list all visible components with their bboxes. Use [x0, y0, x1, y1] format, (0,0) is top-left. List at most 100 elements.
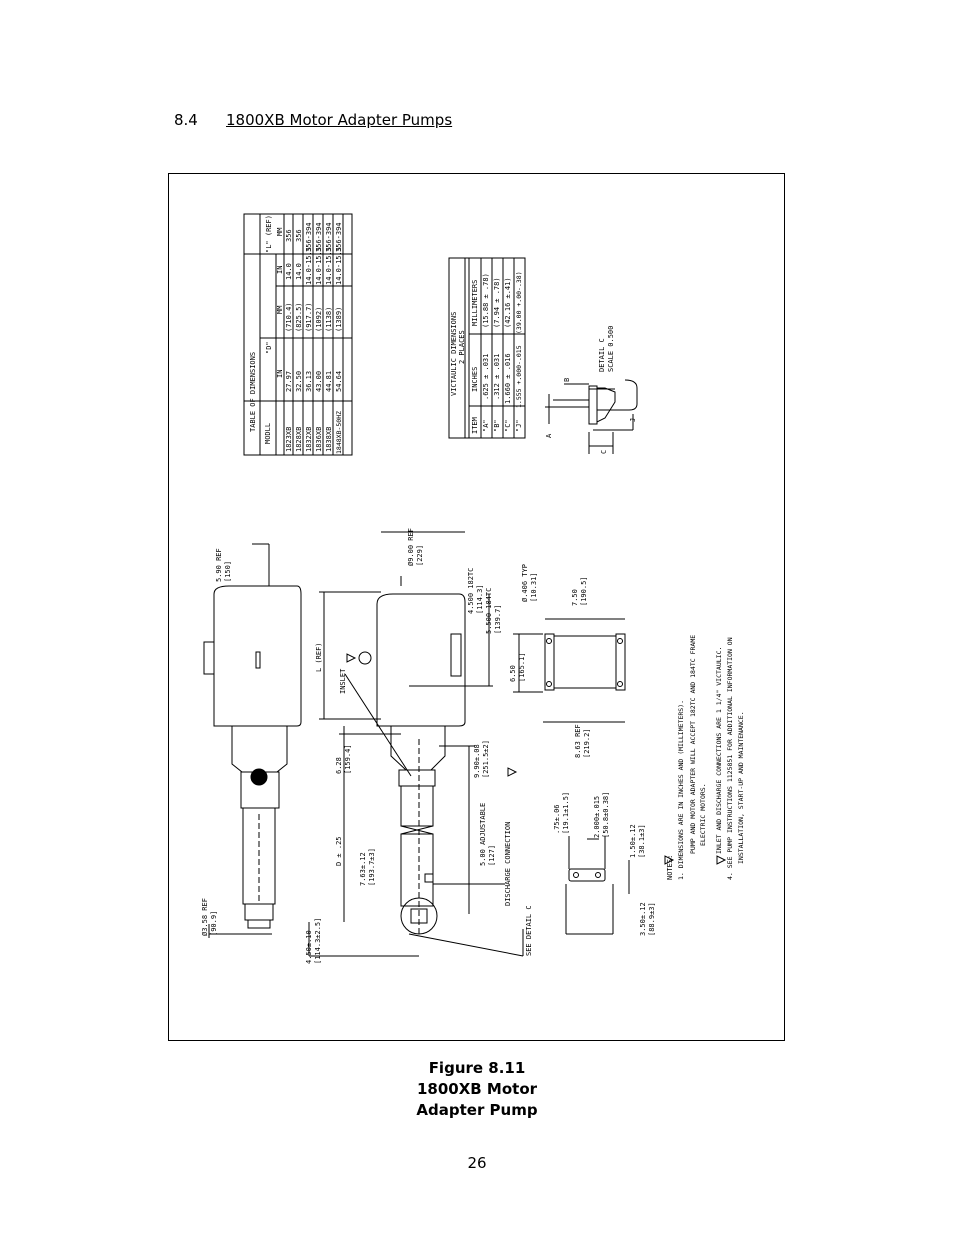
dim-450: 4.50±.10 [305, 930, 313, 964]
page-number: 26 [467, 1154, 487, 1172]
dim-763: 7.63±.12 [359, 852, 367, 886]
dim-row-5-in1: 54.64 [335, 371, 343, 392]
dim-5500-mm: [139.7] [494, 604, 502, 634]
dim-table-title: TABLE OF DIMENSIONS [249, 352, 257, 432]
dia-406-mm: [10.31] [530, 572, 538, 602]
dim-row-1-model: 1828XB [295, 427, 303, 452]
dim-row-4-in1: 44.81 [325, 371, 333, 392]
note-3: INLET AND DISCHARGE CONNECTIONS ARE 1 1/… [715, 647, 723, 854]
dim-row-0-model: 1823XB [285, 427, 293, 452]
dim-990: 9.90±.08 [473, 744, 481, 778]
dim-150: 1.50±.12 [629, 824, 637, 858]
dim-row-2-mm2: 356-394 [305, 222, 313, 252]
caption-line-2: 1800XB Motor [416, 1080, 538, 1098]
dim-row-1-mm2: 356 [295, 229, 303, 242]
pump-assembly-side-view [203, 585, 302, 935]
dim-row-0-mm2: 356 [285, 229, 293, 242]
inslet-label: INSLET [339, 668, 347, 694]
note-2-cont: ELECTRIC MOTORS. [699, 783, 707, 846]
dim-450-mm: [114.3±2.5] [314, 918, 322, 964]
dia-900: Ø9.00 REF [407, 528, 415, 566]
dim-2000-mm: [50.8±0.38] [602, 792, 610, 838]
dia-358: Ø3.58 REF [201, 898, 209, 936]
dim-d: D ± .25 [335, 836, 343, 866]
detail-letter-b: B [563, 378, 571, 382]
dim-350-mm: [88.9±3] [648, 902, 656, 936]
vict-row-3-mm: (39.00 +.00-.38) [515, 271, 523, 334]
mounting-plate-view [565, 836, 630, 935]
section-number: 8.4 [174, 111, 198, 129]
detail-letter-c: C [600, 450, 608, 454]
dimensions-table [243, 213, 353, 456]
pump-assembly-front-view [358, 593, 466, 935]
dim-150-mm: [38.1±3] [638, 824, 646, 858]
vict-title-2: 2 PLACES [458, 330, 466, 364]
detail-letter-a: A [545, 433, 553, 438]
dim-628: 6.28 [335, 757, 343, 774]
vict-row-3-in: 1.555 +.000-.015 [515, 345, 523, 408]
dim-863: 8.63 REF [574, 724, 582, 758]
dim-table-col-model: MODLL [264, 423, 272, 444]
note-4-cont: INSTALLATION, START-UP AND MAINTENANCE. [737, 711, 745, 864]
dia-358-mm: [90.9] [210, 911, 218, 936]
detail-title: DETAIL C [598, 338, 606, 372]
dim-row-3-in1: 43.00 [315, 371, 323, 392]
dim-l-ref: L (REF) [315, 642, 323, 672]
vict-row-1-mm: (7.94 ± .78) [493, 277, 501, 328]
dim-row-3-in2: 14.0-15.5 [315, 247, 323, 285]
detail-scale: SCALE 0.500 [607, 326, 615, 372]
dim-row-2-in1: 36.13 [305, 371, 313, 392]
dim-row-3-model: 1836XB [315, 427, 323, 452]
dim-590-mm: [150] [224, 561, 232, 582]
detail-letter-j: J [629, 418, 637, 422]
drawing-text: TABLE OF DIMENSIONS "D" "L" (REF) MODLL … [201, 215, 745, 964]
dim-2000: 2.000±.015 [593, 796, 601, 838]
dim-750: 7.50 [571, 589, 579, 606]
dia-406: Ø.406 TYP [521, 564, 529, 602]
dim-075: .75±.06 [553, 804, 561, 834]
flange-bracket-view [513, 618, 626, 723]
dim-763-mm: [193.7±3] [368, 848, 376, 886]
dim-row-0-in1: 27.97 [285, 371, 293, 392]
caption-line-1: Figure 8.11 [428, 1059, 526, 1077]
dim-628-mm: [159.4] [344, 744, 352, 774]
dim-row-1-mm1: (825.5) [295, 302, 303, 332]
dim-table-col-in2: IN [276, 266, 284, 274]
dim-row-4-in2: 14.0-15.5 [325, 247, 333, 285]
center-dimension-lines [208, 531, 524, 957]
dim-table-col-mm1: MM [276, 306, 284, 314]
note-4: 4. SEE PUMP INSTRUCTIONS 1125851 FOR ADD… [726, 637, 734, 880]
dim-row-4-model: 1838XB [325, 427, 333, 452]
dim-750-mm: [190.5] [580, 576, 588, 606]
note-2: PUMP AND MOTOR ADAPTER WILL ACCEPT 182TC… [689, 635, 697, 854]
dim-row-4-mm1: (1138) [325, 307, 333, 332]
vict-row-0-item: "A" [482, 419, 490, 432]
victaulic-table [448, 257, 526, 439]
dim-table-group-l: "L" (REF) [265, 215, 273, 253]
vict-row-2-item: "C" [504, 419, 512, 432]
vict-row-1-item: "B" [493, 419, 501, 432]
vict-title-1: VICTAULIC DIMENSIONS [450, 312, 458, 396]
dim-row-1-in1: 32.50 [295, 371, 303, 392]
dim-row-2-in2: 14.0-15.5 [305, 247, 313, 285]
vict-row-2-in: 1.660 ± .016 [504, 353, 512, 404]
vict-col-item: ITEM [471, 417, 479, 434]
dim-table-col-in1: IN [276, 370, 284, 378]
vict-col-inches: INCHES [471, 367, 479, 392]
dim-row-5-model: 1848XB-50HZ [335, 411, 343, 454]
vict-row-0-in: .625 ± .031 [482, 354, 490, 400]
dim-row-3-mm2: 356-394 [315, 222, 323, 252]
dim-row-0-mm1: (710.4) [285, 302, 293, 332]
dim-5500: 5.500 184TC [485, 588, 493, 634]
dim-075-mm: [19.1±1.5] [562, 792, 570, 834]
dia-900-mm: [229] [416, 545, 424, 566]
technical-drawing: TABLE OF DIMENSIONS "D" "L" (REF) MODLL … [201, 213, 745, 964]
figure-caption: Figure 8.11 1800XB Motor Adapter Pump [0, 1058, 954, 1121]
dim-590: 5.90 REF [215, 548, 223, 582]
dim-4500-mm: [114.3] [476, 584, 484, 614]
dim-row-2-mm1: (917.7) [305, 302, 313, 332]
dim-350: 3.50±.12 [639, 902, 647, 936]
vict-row-1-in: .312 ± .031 [493, 354, 501, 400]
dim-row-3-mm1: (1092) [315, 307, 323, 332]
